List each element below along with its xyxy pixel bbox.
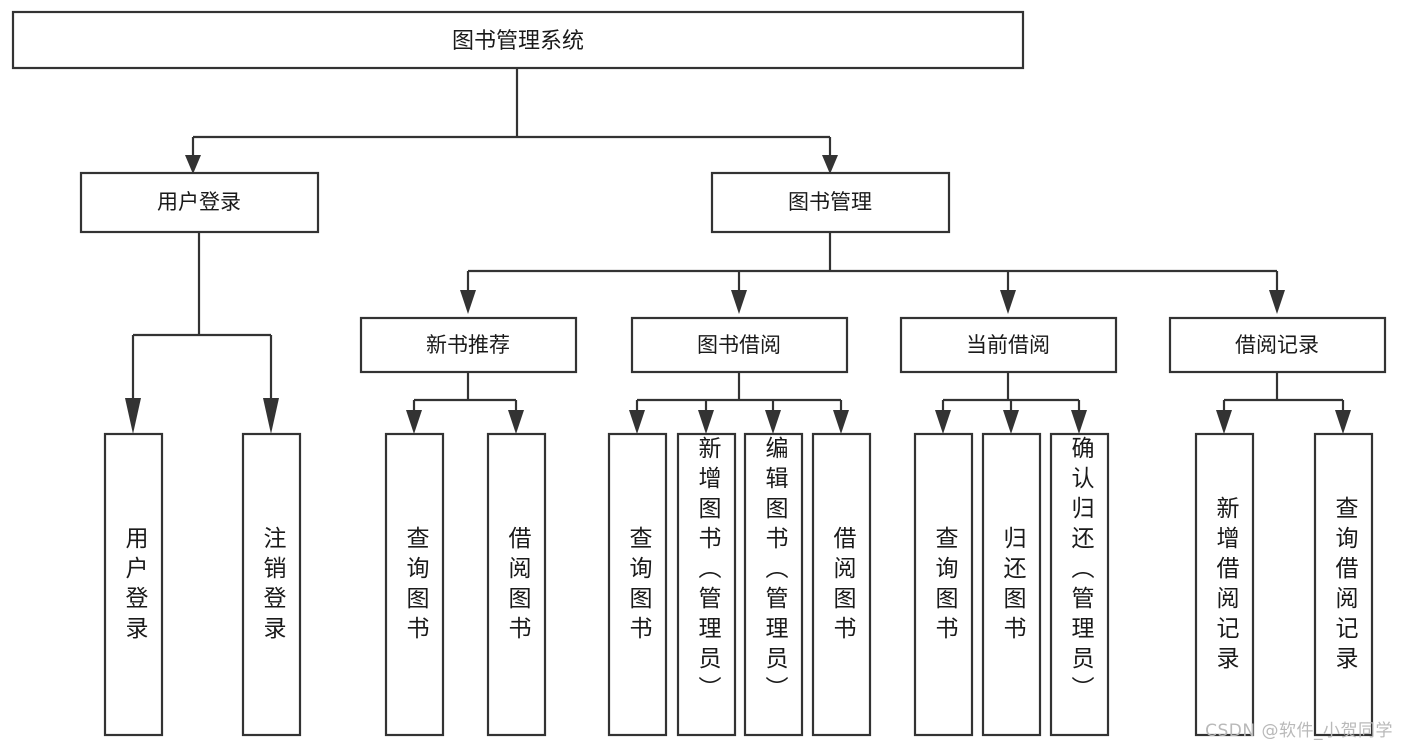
leaf-borrow-borrow-book[interactable]: 借阅图书 (811, 432, 872, 737)
leaf-newbook-query-label: 查询图书 (402, 525, 428, 646)
arrow-newbook-l1 (406, 410, 422, 434)
leaf-current-query-box[interactable] (913, 432, 974, 737)
arrow-book-mgmt-c2 (731, 290, 747, 314)
leaf-records-add-fo: 新增借阅记录 (1212, 495, 1238, 676)
leaf-user-login-logout-label: 注销登录 (259, 525, 285, 646)
node-borrow-records-box[interactable] (1168, 316, 1387, 374)
arrow-records-l2 (1335, 410, 1351, 434)
leaf-borrow-add-book-fo: 新增图书（管理员） (694, 436, 720, 706)
leaf-current-return-fo: 归还图书 (999, 525, 1025, 646)
leaf-records-query-label: 查询借阅记录 (1331, 495, 1357, 676)
node-book-management-box[interactable] (710, 171, 951, 234)
leaf-borrow-query-fo: 查询图书 (625, 525, 651, 646)
leaf-records-add[interactable]: 新增借阅记录 (1194, 432, 1255, 737)
leaf-borrow-edit-book-box[interactable] (743, 432, 804, 737)
leaf-current-confirm-return-fo: 确认归还（管理员） (1067, 436, 1093, 706)
arrow-current-l1 (935, 410, 951, 434)
arrow-root-to-book-mgmt (822, 155, 838, 174)
leaf-borrow-borrow-book-fo: 借阅图书 (829, 525, 855, 646)
leaf-records-query-box[interactable] (1313, 432, 1374, 737)
node-current-borrow[interactable]: 当前借阅 (899, 316, 1118, 374)
leaf-borrow-borrow-book-label: 借阅图书 (829, 525, 855, 646)
node-root-label: 图书管理系统 (452, 29, 584, 54)
arrow-root-to-user-login (185, 155, 201, 174)
node-borrow-records[interactable]: 借阅记录 (1168, 316, 1387, 374)
leaf-borrow-add-book[interactable]: 新增图书（管理员） (676, 432, 737, 737)
leaf-newbook-borrow-box[interactable] (486, 432, 547, 737)
leaf-current-query-fo: 查询图书 (931, 525, 957, 646)
leaf-records-query-fo: 查询借阅记录 (1331, 495, 1357, 676)
leaf-borrow-add-book-label: 新增图书（管理员） (694, 436, 720, 706)
leaf-current-return-label: 归还图书 (999, 525, 1025, 646)
node-user-login-box[interactable] (79, 171, 320, 234)
leaf-current-confirm-return[interactable]: 确认归还（管理员） (1049, 432, 1110, 737)
leaf-borrow-add-book-box[interactable] (676, 432, 737, 737)
leaf-records-add-box[interactable] (1194, 432, 1255, 737)
node-book-borrow[interactable]: 图书借阅 (630, 316, 849, 374)
leaf-current-confirm-return-label: 确认归还（管理员） (1067, 436, 1093, 706)
leaf-user-login-login[interactable]: 用户登录 (103, 432, 164, 737)
node-book-borrow-box[interactable] (630, 316, 849, 374)
node-new-book-recommend-box[interactable] (359, 316, 578, 374)
leaf-current-query[interactable]: 查询图书 (913, 432, 974, 737)
leaf-borrow-query[interactable]: 查询图书 (607, 432, 668, 737)
leaf-user-login-login-box[interactable] (103, 432, 164, 737)
leaf-borrow-query-box[interactable] (607, 432, 668, 737)
node-book-management-label: 图书管理 (788, 190, 872, 214)
leaf-current-query-label: 查询图书 (931, 525, 957, 646)
node-root[interactable]: 图书管理系统 (11, 10, 1025, 70)
leaf-user-login-login-label: 用户登录 (121, 525, 147, 646)
connector-layer (125, 68, 1351, 434)
leaf-borrow-edit-book[interactable]: 编辑图书（管理员） (743, 432, 804, 737)
node-root-box[interactable] (11, 10, 1025, 70)
arrow-book-mgmt-c1 (460, 290, 476, 314)
leaf-newbook-query[interactable]: 查询图书 (384, 432, 445, 737)
arrow-user-login-leaf1 (125, 398, 141, 434)
arrow-user-login-leaf2 (263, 398, 279, 434)
leaf-newbook-borrow[interactable]: 借阅图书 (486, 432, 547, 737)
node-book-management[interactable]: 图书管理 (710, 171, 951, 234)
node-user-login[interactable]: 用户登录 (79, 171, 320, 234)
node-current-borrow-box[interactable] (899, 316, 1118, 374)
leaf-user-login-logout-fo: 注销登录 (259, 525, 285, 646)
leaf-borrow-edit-book-label: 编辑图书（管理员） (761, 436, 787, 706)
leaf-newbook-query-fo: 查询图书 (402, 525, 428, 646)
arrow-newbook-l2 (508, 410, 524, 434)
arrow-current-l2 (1003, 410, 1019, 434)
node-new-book-recommend-label: 新书推荐 (426, 333, 510, 357)
arrow-borrow-l3 (765, 410, 781, 434)
leaf-user-login-login-fo: 用户登录 (121, 525, 147, 646)
leaf-newbook-borrow-fo: 借阅图书 (504, 525, 530, 646)
arrow-borrow-l1 (629, 410, 645, 434)
arrow-borrow-l2 (698, 410, 714, 434)
arrow-book-mgmt-c4 (1269, 290, 1285, 314)
leaf-borrow-query-label: 查询图书 (625, 525, 651, 646)
arrow-records-l1 (1216, 410, 1232, 434)
leaf-user-login-logout[interactable]: 注销登录 (241, 432, 302, 737)
leaf-newbook-query-box[interactable] (384, 432, 445, 737)
node-borrow-records-label: 借阅记录 (1235, 333, 1319, 357)
leaf-records-query[interactable]: 查询借阅记录 (1313, 432, 1374, 737)
leaf-user-login-logout-box[interactable] (241, 432, 302, 737)
arrow-borrow-l4 (833, 410, 849, 434)
leaf-current-confirm-return-box[interactable] (1049, 432, 1110, 737)
leaf-current-return-box[interactable] (981, 432, 1042, 737)
node-user-login-label: 用户登录 (157, 190, 241, 214)
leaf-records-add-label: 新增借阅记录 (1212, 495, 1238, 676)
node-current-borrow-label: 当前借阅 (966, 333, 1050, 357)
arrow-current-l3 (1071, 410, 1087, 434)
leaf-newbook-borrow-label: 借阅图书 (504, 525, 530, 646)
node-new-book-recommend[interactable]: 新书推荐 (359, 316, 578, 374)
node-book-borrow-label: 图书借阅 (697, 333, 781, 357)
leaf-borrow-borrow-book-box[interactable] (811, 432, 872, 737)
leaf-borrow-edit-book-fo: 编辑图书（管理员） (761, 436, 787, 706)
leaf-current-return[interactable]: 归还图书 (981, 432, 1042, 737)
arrow-book-mgmt-c3 (1000, 290, 1016, 314)
